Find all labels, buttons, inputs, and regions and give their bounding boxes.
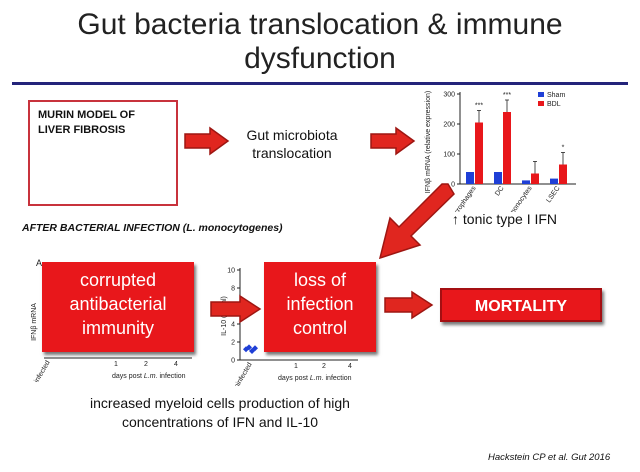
legend-swatch-bdl <box>538 101 544 106</box>
citation: Hackstein CP et al. Gut 2016 <box>488 452 611 463</box>
legend-swatch-sham <box>538 92 544 97</box>
bar-category-label: DC <box>494 185 506 197</box>
bar-ytick-label: 300 <box>443 92 455 99</box>
arrow-right-icon <box>384 290 434 320</box>
arrow-right-icon <box>370 126 416 156</box>
il10-point <box>246 344 252 351</box>
bar-bdl <box>531 173 539 184</box>
il10-point <box>252 345 258 352</box>
tick-day-2: 2 <box>144 361 148 368</box>
tonic-ifn-text: tonic type I IFN <box>462 211 558 227</box>
significance-marker: *** <box>503 92 511 99</box>
ifn-chart-xlabel: days post L.m. infection <box>112 373 186 380</box>
myeloid-production-text: increased myeloid cells production of hi… <box>90 395 350 430</box>
il10-ytick-label: 8 <box>231 286 235 293</box>
microbiota-translocation-label: Gut microbiota translocation <box>246 127 338 161</box>
bar-sham <box>494 172 502 184</box>
bar-chart-ylabel: IFNβ mRNA (relative expression) <box>425 91 432 193</box>
significance-marker: *** <box>475 103 483 110</box>
bar-sham <box>466 172 474 184</box>
loss-of-control-box: loss of infection control <box>264 262 376 352</box>
ifn-infection-chart: A IFNβ mRNA uninfected 1 2 4 days post L… <box>30 258 192 382</box>
title-divider <box>12 82 628 85</box>
panel-label-a: A <box>36 258 42 268</box>
bar-bdl <box>559 164 567 184</box>
arrow-up-icon: ↑ <box>452 211 459 227</box>
il10-ytick-label: 0 <box>231 358 235 365</box>
bar-category-label: monocytes <box>508 185 533 212</box>
il10-ytick-label: 10 <box>227 268 235 275</box>
after-infection-heading: AFTER BACTERIAL INFECTION (L. monocytoge… <box>22 222 283 234</box>
bar-ytick-label: 0 <box>451 182 455 189</box>
tick-uninfected: uninfected <box>232 361 254 386</box>
significance-marker: * <box>562 145 565 152</box>
diagonal-arrow-icon <box>378 183 455 260</box>
murin-model-label: MURIN MODEL OF LIVER FIBROSIS <box>38 109 135 136</box>
bar-bdl <box>503 112 511 184</box>
tick-day-4: 4 <box>348 363 352 370</box>
tonic-ifn-label: ↑ tonic type I IFN <box>452 210 572 228</box>
bar-sham <box>522 180 530 184</box>
il10-chart-xlabel: days post L.m. infection <box>278 375 352 382</box>
corrupted-immunity-box: corrupted antibacterial immunity <box>42 262 194 352</box>
ifn-chart-ylabel: IFNβ mRNA <box>31 303 38 341</box>
arrow-right-icon <box>210 294 262 324</box>
il10-ytick-label: 4 <box>231 322 235 329</box>
legend-label-sham: Sham <box>547 92 565 99</box>
tick-day-2: 2 <box>322 363 326 370</box>
slide-title: Gut bacteria translocation & immune dysf… <box>77 8 563 75</box>
mortality-box: MORTALITY <box>440 288 602 322</box>
bar-bdl <box>475 122 483 184</box>
bar-ytick-label: 100 <box>443 152 455 159</box>
il10-ytick-label: 2 <box>231 340 235 347</box>
bar-category-label: LSEC <box>545 185 561 204</box>
bar-ytick-label: 200 <box>443 122 455 129</box>
bar-sham <box>550 178 558 184</box>
tick-day-4: 4 <box>174 361 178 368</box>
legend-label-bdl: BDL <box>547 101 561 108</box>
murin-model-box <box>28 100 178 206</box>
tick-uninfected: uninfected <box>30 359 52 382</box>
arrow-right-icon <box>184 126 230 156</box>
tick-day-1: 1 <box>114 361 118 368</box>
tick-day-1: 1 <box>294 363 298 370</box>
